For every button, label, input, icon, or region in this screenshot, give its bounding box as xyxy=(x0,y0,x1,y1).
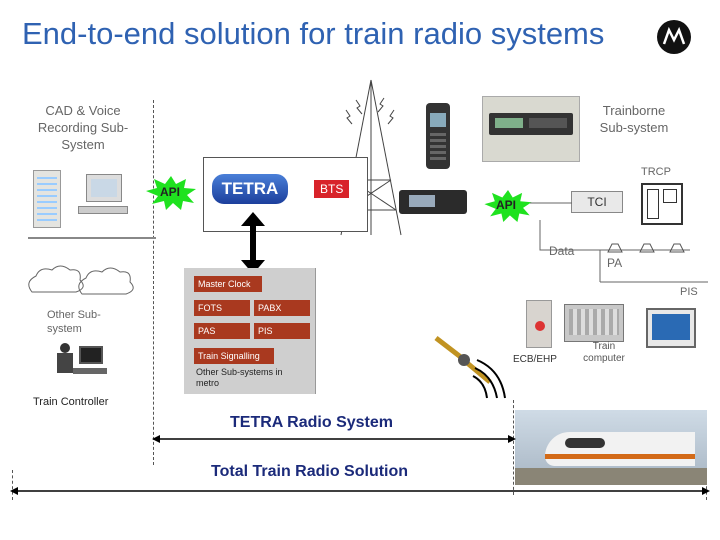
train-signalling-box: Train Signalling xyxy=(194,348,274,364)
trcp-label: TRCP xyxy=(641,166,671,178)
network-clouds-icon xyxy=(22,262,142,302)
trainborne-label: Trainborne Sub-system xyxy=(592,102,676,136)
other-subsystem-label: Other Sub-system xyxy=(47,308,127,336)
tetra-logo: TETRA xyxy=(212,174,288,204)
pas-box: PAS xyxy=(194,323,250,339)
tetra-system-span-arrow xyxy=(152,434,516,444)
radio-handset-icon xyxy=(426,103,450,169)
tetra-logo-box: TETRA BTS xyxy=(203,157,368,232)
train-controller-label: Train Controller xyxy=(33,396,108,408)
pis-top-label: PIS xyxy=(680,286,698,298)
workstation-monitor-icon xyxy=(86,174,122,202)
server-tower-icon xyxy=(33,170,61,228)
cad-link-line xyxy=(28,226,158,246)
api-left-label: API xyxy=(160,185,180,199)
total-solution-label: Total Train Radio Solution xyxy=(211,463,408,481)
other-metro-subsystems-label: Other Sub-systems in metro xyxy=(196,367,296,389)
bts-to-master-arrow xyxy=(238,212,268,274)
train-controller-icon xyxy=(45,340,110,385)
pabx-box: PABX xyxy=(254,300,310,316)
mobile-radio-device-icon xyxy=(399,190,467,214)
high-speed-train-image xyxy=(515,410,707,485)
trainborne-equipment-image xyxy=(482,96,580,162)
page-title: End-to-end solution for train radio syst… xyxy=(22,16,604,52)
motorola-logo-icon xyxy=(657,20,691,54)
pis-box: PIS xyxy=(254,323,310,339)
fots-box: FOTS xyxy=(194,300,250,316)
trcp-panel-icon xyxy=(641,183,683,225)
keyboard-icon xyxy=(78,206,128,214)
tci-box: TCI xyxy=(571,191,623,213)
signal-waves-icon xyxy=(469,356,509,400)
bts-label: BTS xyxy=(314,180,349,198)
master-clock-box: Master Clock xyxy=(194,276,262,292)
ecb-label: ECB/EHP xyxy=(513,354,557,365)
train-computer-label: Train computer xyxy=(578,341,630,365)
tci-link-line xyxy=(530,200,575,206)
ecb-intercom-icon xyxy=(526,300,552,348)
train-computer-icon xyxy=(564,304,624,342)
tetra-radio-system-label: TETRA Radio System xyxy=(230,414,393,432)
total-solution-span-arrow xyxy=(10,486,710,496)
left-divider xyxy=(153,100,154,465)
api-right-label: API xyxy=(496,198,516,212)
pis-display-icon xyxy=(646,308,696,348)
right-divider xyxy=(513,400,514,495)
cad-label: CAD & Voice Recording Sub-System xyxy=(28,102,138,153)
pa-label: PA xyxy=(607,256,622,270)
